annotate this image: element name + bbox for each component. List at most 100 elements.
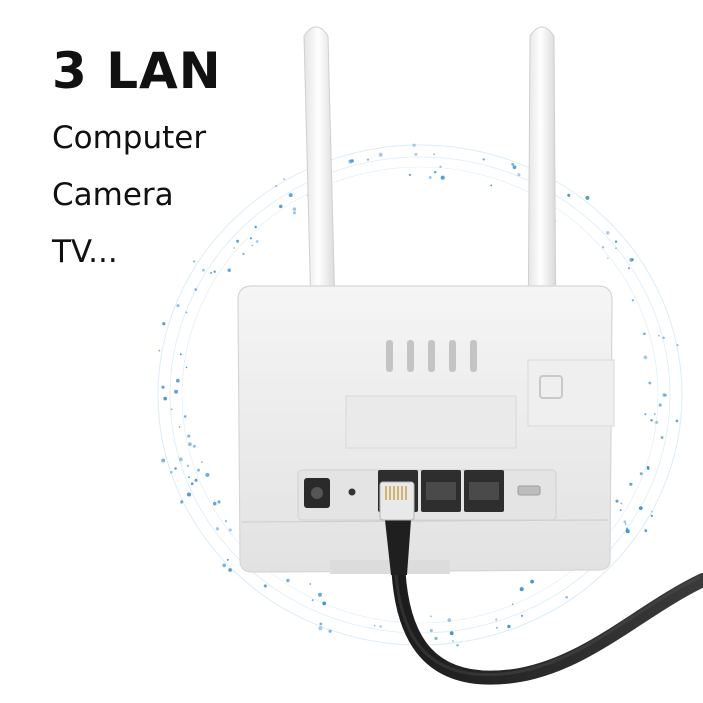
network-dot [517, 173, 521, 177]
network-dot [205, 472, 210, 477]
network-dot [644, 529, 648, 533]
network-dot [412, 143, 416, 147]
network-dot [495, 626, 498, 629]
network-dot [188, 442, 192, 447]
network-dot [429, 629, 433, 633]
network-dot [292, 207, 297, 211]
network-dot [196, 468, 201, 472]
network-dot [161, 458, 166, 463]
network-dot [222, 563, 227, 568]
network-dot [188, 476, 190, 479]
network-dot [318, 592, 322, 597]
use-item-computer: Computer [52, 120, 207, 156]
network-dot [662, 393, 666, 397]
network-dot [319, 622, 323, 626]
network-dot [629, 482, 633, 486]
network-dot [348, 159, 353, 164]
network-dot [511, 162, 515, 166]
network-dot [530, 579, 534, 584]
network-dot [212, 501, 217, 506]
network-dot [227, 268, 231, 272]
network-dot [512, 165, 517, 170]
network-dot [585, 195, 590, 200]
network-dot [440, 175, 445, 180]
network-dot [482, 158, 485, 161]
network-dot [309, 583, 312, 585]
network-dot [185, 366, 188, 369]
network-dot [215, 527, 220, 531]
network-dot [366, 158, 370, 161]
network-dot [194, 288, 197, 291]
network-dot [615, 247, 617, 250]
network-dot [311, 599, 314, 602]
network-dot [408, 173, 412, 177]
network-dot [565, 595, 568, 599]
network-dot [283, 178, 286, 181]
network-dot [192, 444, 196, 448]
network-dot [217, 500, 221, 504]
network-dot [201, 268, 205, 272]
use-item-camera: Camera [52, 177, 174, 213]
network-dot [624, 523, 627, 525]
network-dot [414, 152, 418, 156]
network-dot [428, 176, 432, 179]
network-dot [286, 578, 290, 583]
network-dot [447, 618, 452, 622]
network-dot [644, 413, 647, 416]
network-dot [236, 239, 240, 243]
network-dot [251, 244, 254, 247]
network-dot [210, 271, 213, 274]
network-dot [631, 258, 634, 261]
network-dot [607, 257, 609, 259]
network-dot [658, 403, 662, 407]
network-dot [288, 193, 293, 198]
network-dot [233, 247, 236, 249]
network-dot [456, 643, 459, 647]
network-dot [163, 396, 168, 401]
network-dot [627, 267, 631, 270]
network-dot [433, 153, 436, 156]
network-dot [449, 631, 454, 636]
network-dot [662, 336, 665, 340]
network-dot [658, 334, 660, 337]
network-dot [429, 615, 432, 618]
network-dot [650, 514, 653, 518]
network-dot [638, 506, 643, 510]
network-dot [655, 420, 659, 424]
network-dot [439, 165, 442, 168]
network-dot [228, 568, 232, 572]
network-dot [186, 464, 190, 468]
network-dot [511, 603, 514, 606]
network-dot [190, 482, 194, 486]
network-dot [242, 252, 245, 256]
network-dot [226, 558, 229, 561]
network-dot [434, 636, 438, 641]
use-item-tv: TV... [52, 234, 118, 270]
network-dot [642, 332, 646, 336]
network-dot [174, 389, 179, 394]
network-dot [174, 467, 177, 470]
network-dot [490, 184, 493, 187]
network-dot [249, 237, 253, 240]
network-dot [646, 465, 650, 469]
network-dot [179, 353, 182, 356]
network-dot [178, 457, 183, 462]
network-dot [322, 601, 327, 606]
network-dot [650, 419, 653, 422]
network-dot [676, 344, 679, 347]
network-dot [639, 472, 643, 476]
network-dot [175, 378, 180, 383]
network-dot [519, 587, 524, 592]
network-dot [620, 502, 623, 505]
network-dot [567, 193, 571, 197]
network-dot [318, 626, 323, 631]
network-dot [495, 618, 498, 621]
network-dot [293, 211, 296, 215]
network-dot [623, 520, 627, 523]
network-dot [625, 529, 630, 534]
network-dot [186, 492, 192, 497]
network-dot [228, 528, 232, 532]
network-dot [176, 304, 180, 308]
network-dot [178, 426, 181, 428]
